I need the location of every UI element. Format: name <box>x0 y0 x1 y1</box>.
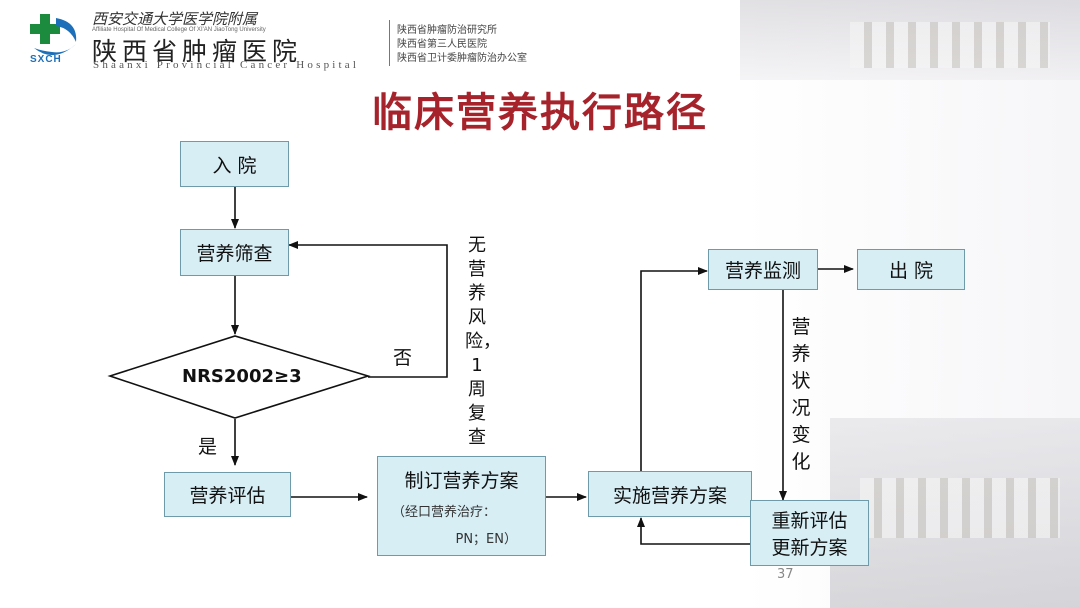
arrow-reassess-to-implement <box>637 517 750 545</box>
header-divider <box>389 20 390 66</box>
affiliation-text: 西安交通大学医学院附属 <box>92 10 258 28</box>
hospital-name-cn: 陕西省肿瘤医院 <box>92 37 303 66</box>
reassess-line-1: 重新评估 <box>771 510 848 532</box>
affiliated-institutions: 陕西省肿瘤防治研究所 陕西省第三人民医院 陕西省卫计委肿瘤防治办公室 <box>397 24 527 66</box>
page-number: 37 <box>777 567 794 582</box>
arrow-no-loop <box>288 241 448 378</box>
arrow-implement-to-monitor <box>640 267 708 471</box>
institution-item: 陕西省肿瘤防治研究所 <box>397 25 497 36</box>
reassess-line-2: 更新方案 <box>771 537 848 559</box>
plan-title: 制订营养方案 <box>404 469 519 492</box>
node-plan: 制订营养方案 （经口营养治疗： PN；EN） <box>377 456 546 556</box>
node-discharge: 出 院 <box>857 249 965 290</box>
hospital-logo-icon <box>30 14 77 56</box>
node-implement: 实施营养方案 <box>588 471 752 517</box>
decision-diamond <box>107 335 371 419</box>
affiliation-english: Affiliate Hospital Of Medical College Of… <box>92 27 266 33</box>
node-reassess: 重新评估 更新方案 <box>750 500 869 566</box>
yes-label: 是 <box>198 436 218 458</box>
node-admission: 入 院 <box>180 141 289 187</box>
background-building-facade-bottom <box>860 478 1060 538</box>
background-building-facade <box>850 22 1050 68</box>
decision-label: NRS2002≥3 <box>182 366 302 387</box>
no-label: 否 <box>393 347 413 369</box>
hospital-name-en: Shaanxi Provincial Cancer Hospital <box>93 59 360 71</box>
node-screening: 营养筛查 <box>180 229 289 276</box>
plan-detail-1: （经口营养治疗： <box>392 504 497 520</box>
no-risk-loop-text: 无营养风险，1周复查 <box>465 235 501 448</box>
slide-title: 临床营养执行路径 <box>372 90 708 136</box>
institution-item: 陕西省第三人民医院 <box>397 39 487 50</box>
node-monitor: 营养监测 <box>708 249 818 290</box>
node-assessment: 营养评估 <box>164 472 291 517</box>
logo-text: SXCH <box>30 54 62 65</box>
status-change-text: 营养状况变化 <box>791 316 811 473</box>
plan-detail-2: PN；EN） <box>455 531 517 547</box>
institution-item: 陕西省卫计委肿瘤防治办公室 <box>397 53 527 64</box>
